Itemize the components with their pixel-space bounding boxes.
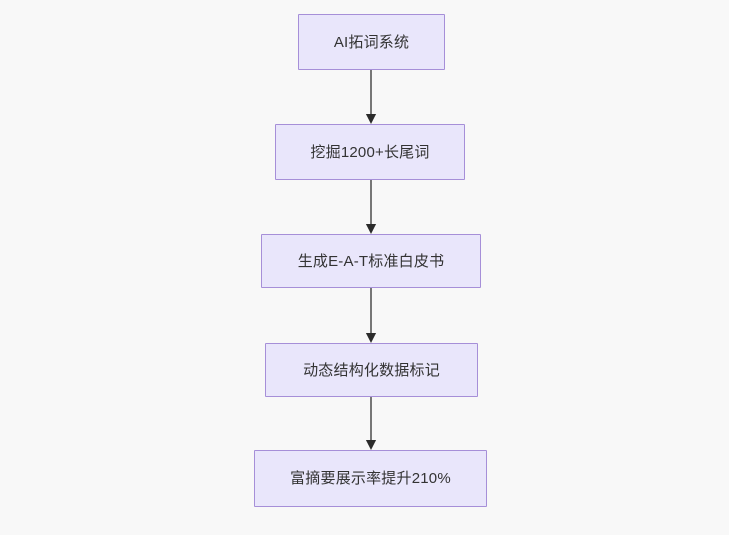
flow-edge-n1-n2 xyxy=(365,70,377,124)
flow-edge-n4-n5 xyxy=(365,397,377,450)
arrowhead-icon xyxy=(365,224,377,234)
arrowhead-icon xyxy=(365,333,377,343)
arrowhead-icon xyxy=(365,114,377,124)
flow-edge-n3-n4 xyxy=(365,288,377,343)
flow-node-label: AI拓词系统 xyxy=(333,33,410,51)
flow-node-label: 富摘要展示率提升210% xyxy=(290,470,451,487)
flow-node-mine-longtail-keywords[interactable]: 挖掘1200+长尾词 xyxy=(275,124,465,180)
flow-node-label: 挖掘1200+长尾词 xyxy=(310,143,430,161)
flow-node-dynamic-structured-data-markup[interactable]: 动态结构化数据标记 xyxy=(265,343,478,397)
arrowhead-icon xyxy=(365,440,377,450)
flow-node-label: 动态结构化数据标记 xyxy=(303,361,440,379)
flow-edge-n2-n3 xyxy=(365,180,377,234)
flow-node-rich-snippet-impression-uplift[interactable]: 富摘要展示率提升210% xyxy=(254,450,487,507)
flow-node-ai-keyword-system[interactable]: AI拓词系统 xyxy=(298,14,445,70)
flow-node-label: 生成E-A-T标准白皮书 xyxy=(297,252,445,270)
flow-node-generate-eat-whitepaper[interactable]: 生成E-A-T标准白皮书 xyxy=(261,234,481,288)
